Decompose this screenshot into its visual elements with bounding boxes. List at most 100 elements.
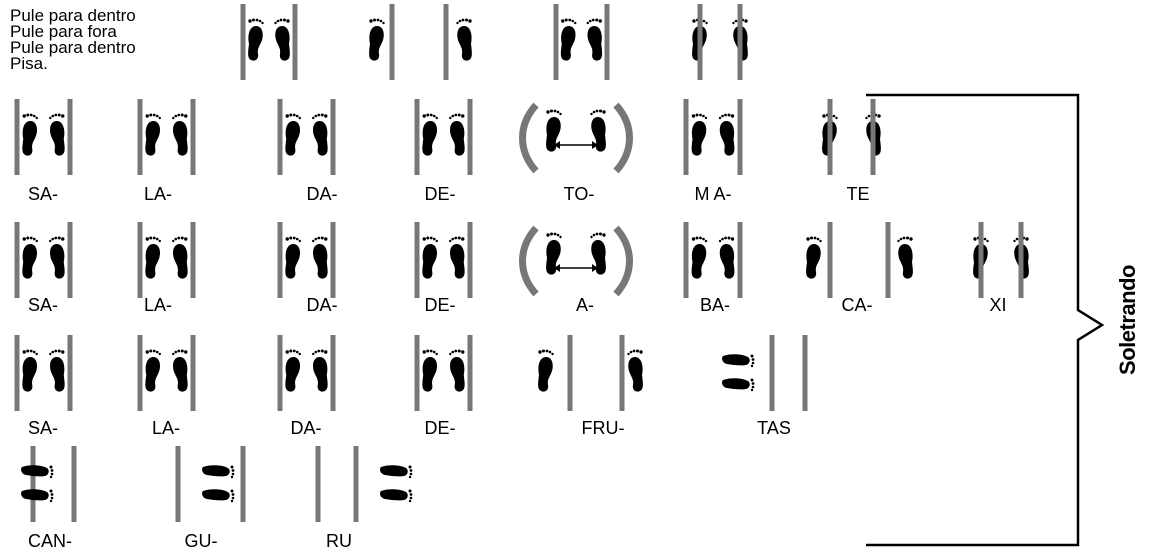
foot-icon: [449, 114, 465, 156]
syllable-label: DE-: [424, 418, 456, 438]
foot-icon: [22, 236, 38, 279]
foot-icon: [312, 237, 328, 279]
feet-inside-lines-icon: [137, 222, 196, 298]
foot-icon: [380, 489, 413, 503]
foot-icon: [380, 465, 413, 479]
foot-icon: [627, 350, 643, 392]
syllable-label: DE-: [424, 184, 456, 204]
feet-inside-lines-icon: [553, 4, 610, 80]
syllable-label: FRU-: [581, 418, 625, 438]
feet-inside-lines-icon: [277, 222, 336, 298]
foot-icon: [897, 237, 913, 279]
swing-arrow-icon: [519, 102, 633, 174]
foot-icon: [722, 354, 755, 368]
feet-outside-lines-icon: [369, 4, 472, 80]
feet-inside-lines-icon: [137, 99, 196, 175]
feet-inside-lines-icon: [277, 99, 336, 175]
foot-icon: [369, 18, 385, 61]
foot-icon: [422, 349, 438, 392]
foot-icon: [285, 113, 301, 156]
syllable-label: GU-: [184, 531, 218, 551]
feet-on-lines-icon: [692, 4, 748, 80]
legend-line-2: Pule para fora: [10, 22, 117, 41]
feet-outside-lines-icon: [538, 335, 643, 411]
foot-icon: [691, 236, 708, 279]
foot-icon: [172, 350, 188, 392]
foot-icon: [722, 378, 755, 392]
sideways-feet-icon: [722, 335, 808, 411]
syllable-label: XI: [989, 295, 1007, 315]
sideways-feet-icon: [175, 446, 246, 522]
foot-icon: [587, 19, 603, 61]
foot-icon: [422, 113, 438, 156]
feet-inside-lines-icon: [414, 99, 473, 175]
foot-icon: [719, 114, 735, 156]
feet-inside-lines-icon: [240, 4, 298, 80]
foot-icon: [274, 19, 290, 61]
foot-icon: [21, 489, 54, 503]
legend-line-4: Pisa.: [10, 54, 48, 73]
foot-icon: [456, 19, 472, 61]
foot-icon: [285, 349, 301, 392]
feet-on-lines-icon: [973, 222, 1029, 298]
soletrando-label: Soletrando: [1115, 265, 1140, 375]
feet-outside-lines-icon: [806, 222, 913, 298]
foot-icon: [49, 114, 65, 156]
swing-arrow-icon: [519, 225, 633, 297]
syllable-label: DA-: [306, 295, 338, 315]
foot-icon: [145, 113, 161, 156]
syllable-label: LA-: [143, 184, 173, 204]
syllable-label: DE-: [424, 295, 456, 315]
syllable-label: LA-: [143, 295, 173, 315]
foot-icon: [49, 350, 65, 392]
sideways-feet-icon: [315, 446, 413, 522]
foot-icon: [145, 349, 161, 392]
foot-icon: [691, 113, 708, 156]
legend-line-3: Pule para dentro: [10, 38, 136, 57]
foot-icon: [538, 349, 554, 392]
foot-icon: [560, 18, 577, 61]
syllable-label: SA-: [27, 295, 59, 315]
syllable-label: RU: [326, 531, 352, 551]
feet-inside-lines-icon: [683, 222, 743, 298]
foot-icon: [806, 236, 822, 279]
feet-on-lines-icon: [822, 99, 881, 175]
feet-inside-lines-icon: [414, 335, 473, 411]
foot-icon: [49, 237, 65, 279]
foot-icon: [422, 236, 438, 279]
foot-icon: [202, 489, 235, 503]
sideways-feet-icon: [21, 446, 77, 522]
foot-icon: [172, 114, 188, 156]
foot-icon: [719, 237, 735, 279]
syllable-label: CA-: [841, 295, 873, 315]
syllable-label: A-: [576, 295, 594, 315]
syllable-label: LA-: [151, 418, 181, 438]
syllable-label: SA-: [27, 418, 59, 438]
foot-icon: [22, 113, 38, 156]
foot-icon: [312, 350, 328, 392]
syllable-label: M A-: [694, 184, 732, 204]
syllable-label: DA-: [306, 184, 338, 204]
feet-inside-lines-icon: [14, 99, 73, 175]
syllable-label: DA-: [290, 418, 322, 438]
foot-icon: [145, 236, 161, 279]
feet-inside-lines-icon: [683, 99, 743, 175]
syllable-label: TE: [846, 184, 870, 204]
foot-icon: [202, 465, 235, 479]
syllable-label: CAN-: [28, 531, 72, 551]
foot-icon: [22, 349, 38, 392]
feet-inside-lines-icon: [14, 222, 73, 298]
grouping-bracket: [866, 93, 1105, 547]
feet-inside-lines-icon: [277, 335, 336, 411]
syllable-label: TO-: [563, 184, 595, 204]
foot-icon: [248, 18, 264, 61]
legend: Pule para dentro Pule para fora Pule par…: [10, 6, 136, 73]
legend-line-1: Pule para dentro: [10, 6, 136, 25]
foot-icon: [449, 237, 465, 279]
syllable-label: BA-: [699, 295, 731, 315]
feet-inside-lines-icon: [137, 335, 196, 411]
foot-icon: [312, 114, 328, 156]
foot-icon: [172, 237, 188, 279]
foot-icon: [449, 350, 465, 392]
